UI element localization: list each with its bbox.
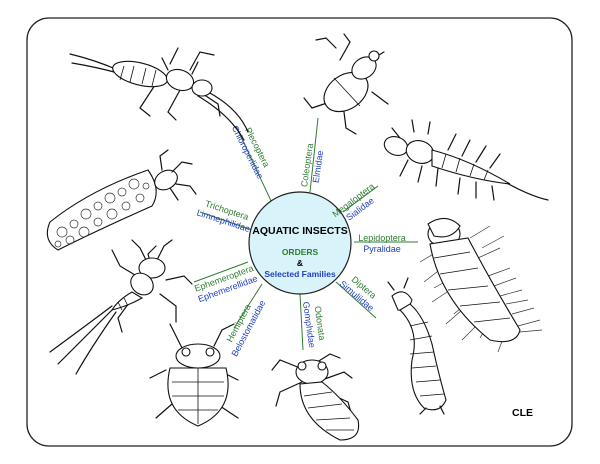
aquatic-caterpillar-illustration: [419, 217, 543, 353]
mayfly-nymph-illustration: [49, 239, 193, 375]
hub-orders-label: ORDERS: [282, 247, 319, 257]
label-lepidoptera: Lepidoptera Pyralidae: [358, 233, 406, 254]
spoke-hemiptera: [233, 283, 263, 329]
riffle-beetle-illustration: [303, 33, 389, 135]
dragonfly-nymph-illustration: [271, 353, 360, 441]
alderfly-larva-illustration: [383, 119, 549, 201]
spokes: [193, 117, 418, 351]
giant-water-bug-illustration: [149, 323, 239, 427]
spoke-ephemeroptera: [193, 261, 249, 283]
artist-signature: CLE: [512, 407, 533, 419]
order-label: Odonata: [313, 305, 328, 341]
order-label: Lepidoptera: [358, 233, 406, 243]
spoke-megaloptera: [342, 185, 379, 213]
spoke-odonata: [299, 293, 304, 351]
hub-circle: [248, 191, 352, 295]
caddisfly-larva-illustration: [46, 149, 197, 251]
family-label: Pyralidae: [363, 244, 401, 254]
hub-amp: &: [297, 258, 303, 268]
hub-families-label: Selected Families: [264, 269, 336, 279]
spoke-trichoptera: [199, 211, 253, 231]
spoke-coleoptera: [309, 117, 319, 193]
label-coleoptera: Coleoptera Elmidae: [299, 143, 325, 188]
spoke-plecoptera: [235, 125, 273, 204]
spoke-diptera: [335, 281, 377, 319]
blackfly-larva-illustration: [387, 277, 447, 415]
family-label: Elmidae: [311, 150, 325, 184]
stonefly-nymph-illustration: [69, 47, 249, 141]
hub-title: AQUATIC INSECTS: [252, 225, 347, 237]
